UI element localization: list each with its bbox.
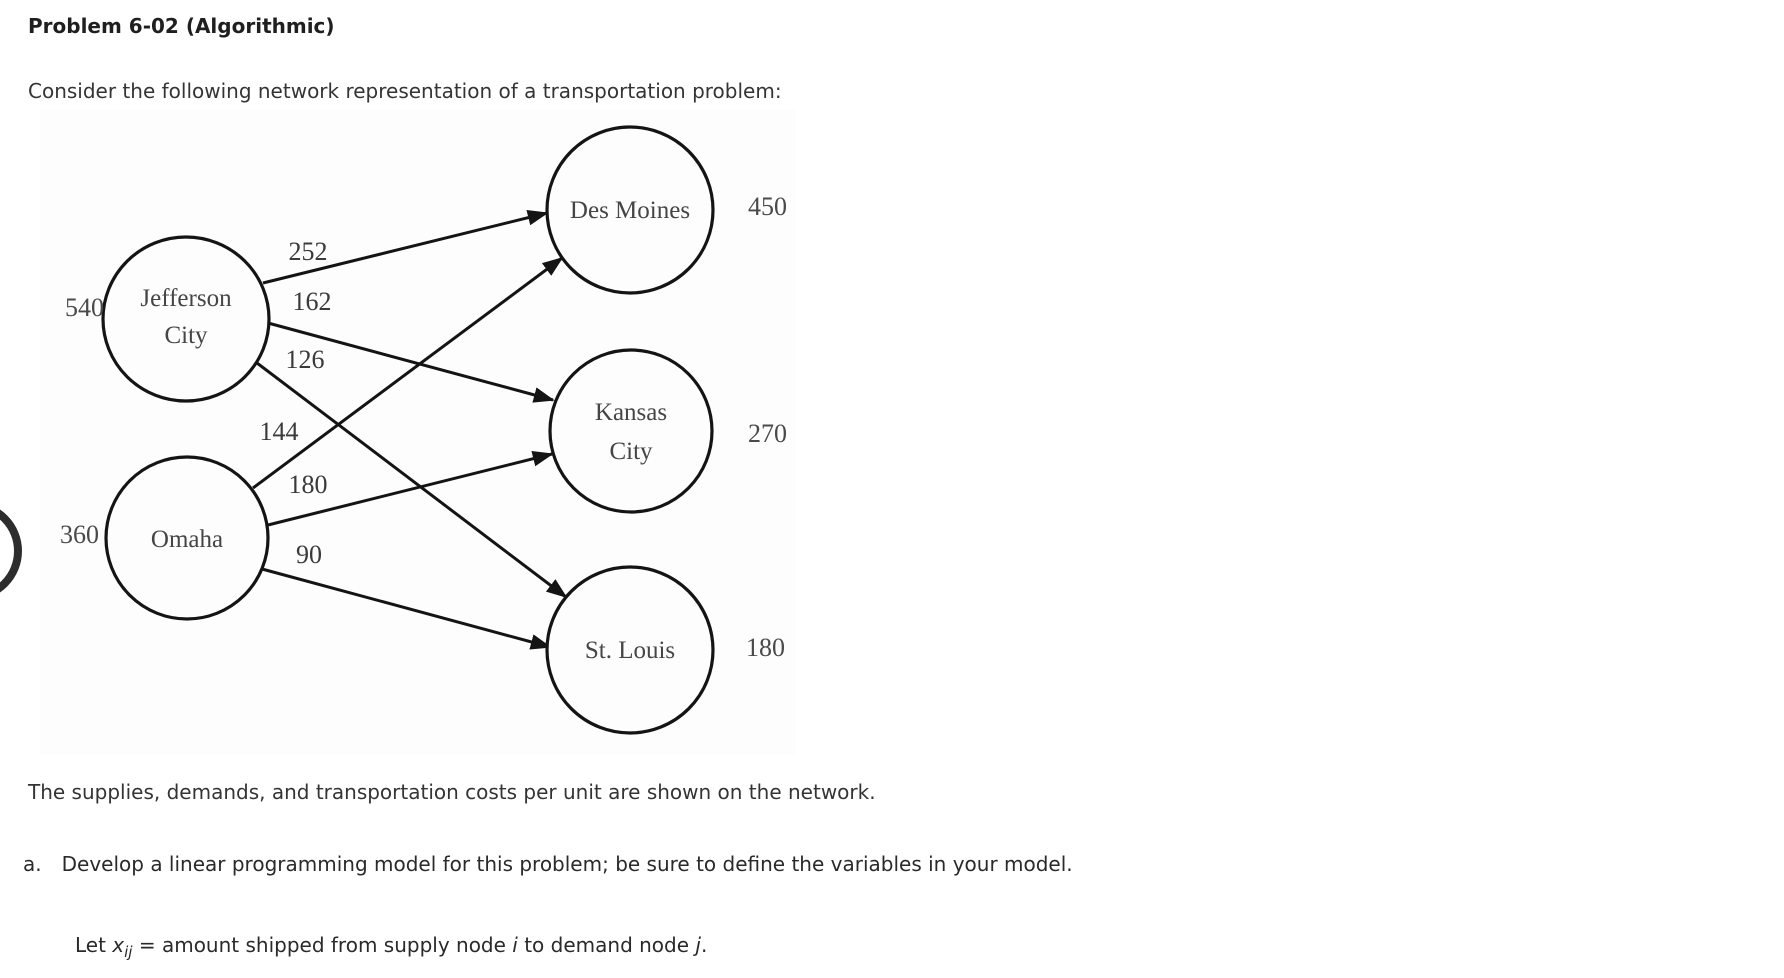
arc-cost-jefferson-st-louis: 126 [286,345,325,374]
jefferson-city-label-line1: Jefferson [140,285,232,312]
definition-subscript: ij [124,943,133,961]
des-moines-label: Des Moines [570,197,690,224]
jefferson-city-label-line2: City [164,322,208,349]
kansas-city-node: Kansas City [548,348,714,514]
definition-variable: x [112,933,125,957]
st-louis-node: St. Louis [545,565,715,735]
definition-lead: Let [75,933,113,957]
omaha-node: Omaha [104,455,270,621]
definition-to-segment: to demand node [517,933,696,957]
arc-jefferson-city-kansas-city [267,321,555,403]
network-diagram: 252 162 126 144 180 90 Jefferson City Om… [40,110,796,755]
arc-cost-omaha-des-moines: 144 [260,417,299,446]
st-louis-label: St. Louis [585,637,675,664]
kansas-city-label-line1: Kansas [595,399,667,426]
network-caption: The supplies, demands, and transportatio… [28,780,876,804]
arc-cost-jefferson-kansas-city: 162 [293,287,332,316]
part-a-label: a. [23,852,42,876]
arc-omaha-des-moines [252,256,564,490]
des-moines-node: Des Moines [545,125,715,295]
kansas-city-demand: 270 [748,419,787,448]
definition-var-i: i [512,933,518,957]
kansas-city-circle [548,348,714,514]
intro-text: Consider the following network represent… [28,79,782,103]
omaha-label: Omaha [151,526,223,553]
part-a-text: Develop a linear programming model for t… [61,852,1073,876]
des-moines-demand: 450 [748,192,787,221]
jefferson-city-circle [101,235,271,403]
arc-jefferson-city-des-moines [262,209,549,285]
arc-cost-omaha-st-louis: 90 [296,540,322,569]
part-a: a. Develop a linear programming model fo… [23,852,1073,876]
problem-title: Problem 6-02 (Algorithmic) [28,14,335,38]
jefferson-city-supply: 540 [65,293,104,322]
definition-var-j: j [695,933,701,957]
left-edge-artifact [0,495,40,615]
des-moines-circle [545,125,715,295]
st-louis-demand: 180 [746,633,785,662]
st-louis-circle [545,565,715,735]
kansas-city-label-line2: City [609,438,653,465]
jefferson-city-node: Jefferson City [101,235,271,403]
definition-period: . [700,933,708,957]
arc-jefferson-city-st-louis [256,361,568,599]
arc-omaha-kansas-city [267,451,554,527]
variable-definition: Let xij = amount shipped from supply nod… [75,933,708,960]
arc-cost-omaha-kansas-city: 180 [289,470,328,499]
definition-equals-segment: = amount shipped from supply node [132,933,513,957]
omaha-supply: 360 [60,520,99,549]
network-diagram-svg: 252 162 126 144 180 90 Jefferson City Om… [60,125,787,735]
arc-omaha-st-louis [261,567,552,650]
left-edge-artifact-arc [0,509,22,593]
omaha-circle [104,455,270,621]
arc-cost-jefferson-des-moines: 252 [289,237,328,266]
arcs [252,209,568,650]
